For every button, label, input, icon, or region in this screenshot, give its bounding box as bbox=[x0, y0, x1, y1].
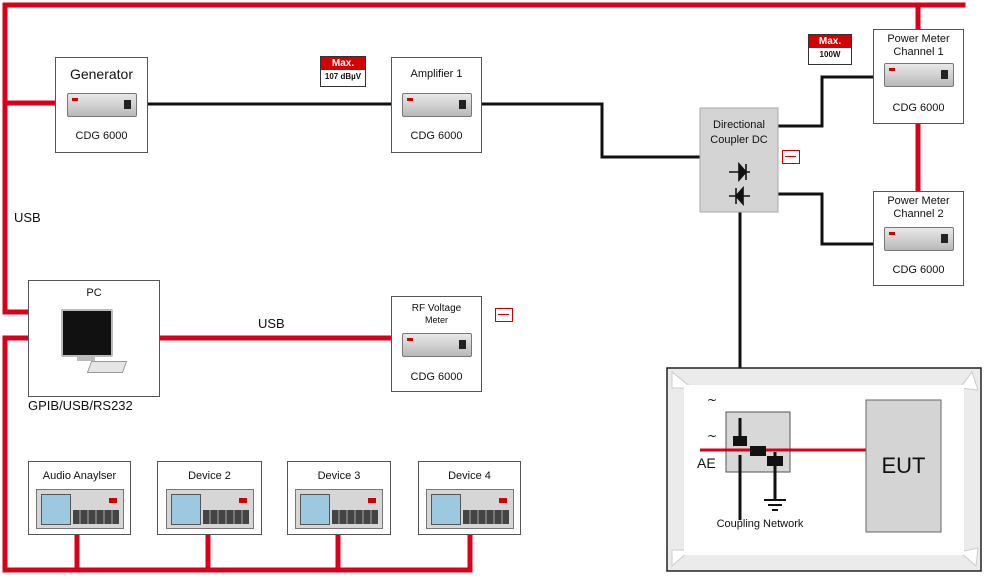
diode-icon bbox=[729, 161, 750, 207]
amplifier-model: CDG 6000 bbox=[410, 130, 463, 142]
device-box-2: Device 2 bbox=[157, 461, 262, 535]
rf-coupler-pm2 bbox=[778, 192, 873, 246]
pm1-model: CDG 6000 bbox=[892, 102, 945, 114]
eut-box bbox=[865, 399, 942, 533]
coupler-label: Directional Coupler DC bbox=[700, 118, 778, 148]
usb-label-mid: USB bbox=[258, 316, 285, 331]
filter-icon bbox=[495, 308, 513, 322]
device-box-4: Device 4 bbox=[418, 461, 521, 535]
coupling-network-label: Coupling Network bbox=[716, 518, 804, 530]
coupler-title: Directional bbox=[713, 119, 765, 131]
rf-amplifier-coupler bbox=[482, 102, 700, 159]
max-power-label: Max. bbox=[809, 35, 851, 48]
generator-box: Generator CDG 6000 bbox=[55, 57, 148, 153]
rfvm-title2: Meter bbox=[424, 315, 448, 325]
pm2-model: CDG 6000 bbox=[892, 264, 945, 276]
rfvm-device-icon bbox=[401, 333, 472, 357]
pm1-title: Power Meter bbox=[887, 33, 950, 45]
pm2-title: Power Meter bbox=[887, 195, 950, 207]
pc-interfaces: GPIB/USB/RS232 bbox=[28, 398, 133, 413]
amplifier-title: Amplifier 1 bbox=[410, 68, 463, 80]
svg-text:~: ~ bbox=[707, 393, 717, 407]
power-meter-1-box: Power Meter Channel 1 CDG 6000 bbox=[873, 29, 964, 124]
pm1-device-icon bbox=[883, 63, 954, 87]
max-value: 107 dBµV bbox=[324, 72, 362, 81]
keyboard-icon bbox=[86, 361, 128, 373]
monitor-icon bbox=[61, 309, 113, 357]
filter-icon bbox=[782, 150, 800, 164]
device-title: Device 2 bbox=[188, 470, 231, 482]
rf-voltage-meter-box: RF Voltage Meter CDG 6000 bbox=[391, 296, 482, 392]
rfvm-title: RF Voltage bbox=[411, 303, 462, 314]
device-title: Audio Anaylser bbox=[42, 470, 117, 482]
amplifier-device-icon bbox=[401, 93, 472, 117]
pc-title: PC bbox=[86, 287, 102, 299]
device-box-3: Device 3 bbox=[287, 461, 391, 535]
amplifier-box: Amplifier 1 CDG 6000 bbox=[391, 57, 482, 153]
pc-box: PC bbox=[28, 280, 160, 397]
generator-model: CDG 6000 bbox=[75, 130, 128, 142]
max-power-value: 100W bbox=[819, 50, 841, 59]
rack-device-icon bbox=[165, 489, 254, 529]
max-level-badge: Max. 107 dBµV bbox=[320, 56, 366, 87]
generator-device-icon bbox=[66, 93, 137, 117]
max-power-badge: Max. 100W bbox=[808, 34, 852, 65]
rack-device-icon bbox=[35, 489, 124, 529]
power-meter-2-box: Power Meter Channel 2 CDG 6000 bbox=[873, 191, 964, 286]
pm2-device-icon bbox=[883, 227, 954, 251]
ground-icon bbox=[764, 499, 786, 511]
pm2-title2: Channel 2 bbox=[893, 208, 944, 220]
device-title: Device 4 bbox=[448, 470, 491, 482]
device-box-1: Audio Anaylser bbox=[28, 461, 131, 535]
svg-text:~: ~ bbox=[707, 429, 717, 443]
device-title: Device 3 bbox=[317, 470, 361, 482]
max-label: Max. bbox=[321, 57, 365, 70]
coupler-title2: Coupler DC bbox=[710, 134, 768, 146]
rf-coupler-pm1 bbox=[778, 75, 873, 128]
ae-label: AE bbox=[697, 455, 716, 471]
usb-label-left: USB bbox=[14, 210, 41, 225]
rack-device-icon bbox=[295, 489, 383, 529]
generator-title: Generator bbox=[69, 66, 134, 82]
rack-device-icon bbox=[425, 489, 514, 529]
rfvm-model: CDG 6000 bbox=[410, 371, 463, 383]
eut-label: EUT bbox=[881, 453, 926, 478]
pm1-title2: Channel 1 bbox=[893, 46, 944, 58]
gpib-bus bbox=[2, 335, 473, 573]
monitor-stand bbox=[77, 355, 95, 361]
